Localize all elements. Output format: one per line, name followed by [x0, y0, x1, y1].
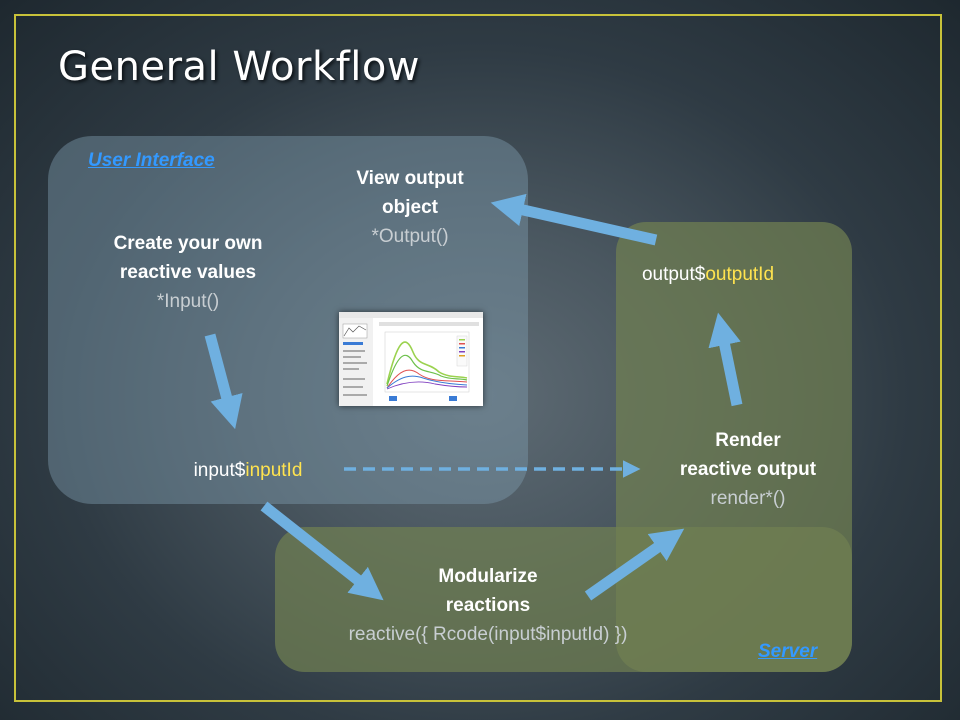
- arrow-render-to-output: [708, 312, 743, 407]
- output-id-highlight: outputId: [705, 264, 775, 285]
- arrow-input-to-modularize: [260, 501, 384, 601]
- output-id-node: output$outputId: [620, 260, 796, 289]
- input-id-prefix: input$: [193, 460, 246, 481]
- app-screenshot-thumbnail: [339, 312, 483, 406]
- view-output-function: *Output(): [371, 226, 449, 247]
- modularize-line1: Modularize: [438, 566, 538, 587]
- input-id-highlight: inputId: [245, 460, 303, 481]
- arrow-modularize-to-render: [584, 528, 685, 601]
- app-thumbnail-icon: [339, 312, 483, 406]
- arrow-output-to-view: [490, 193, 658, 246]
- render-line1: Render: [715, 430, 781, 451]
- arrow-create-to-input: [204, 333, 243, 430]
- render-node: Render reactive output render*(): [658, 426, 838, 513]
- view-output-line2: object: [382, 197, 438, 218]
- output-id-prefix: output$: [641, 264, 706, 285]
- modularize-line2: reactions: [445, 595, 531, 616]
- server-label[interactable]: Server: [758, 641, 818, 662]
- create-reactive-node: Create your own reactive values *Input(): [88, 229, 288, 316]
- render-function: render*(): [710, 488, 786, 509]
- render-line2: reactive output: [679, 459, 817, 480]
- slide-title: General Workflow: [58, 44, 421, 90]
- create-reactive-function: *Input(): [156, 291, 220, 312]
- create-reactive-line2: reactive values: [119, 262, 257, 283]
- view-output-line1: View output: [356, 168, 464, 189]
- user-interface-label[interactable]: User Interface: [88, 150, 215, 171]
- modularize-node: Modularize reactions reactive({ Rcode(in…: [310, 562, 666, 649]
- modularize-function: reactive({ Rcode(input$inputId) }): [348, 624, 628, 645]
- input-id-node: input$inputId: [170, 456, 326, 485]
- create-reactive-line1: Create your own: [113, 233, 263, 254]
- slide-frame: [14, 14, 942, 702]
- view-output-node: View output object *Output(): [330, 164, 490, 251]
